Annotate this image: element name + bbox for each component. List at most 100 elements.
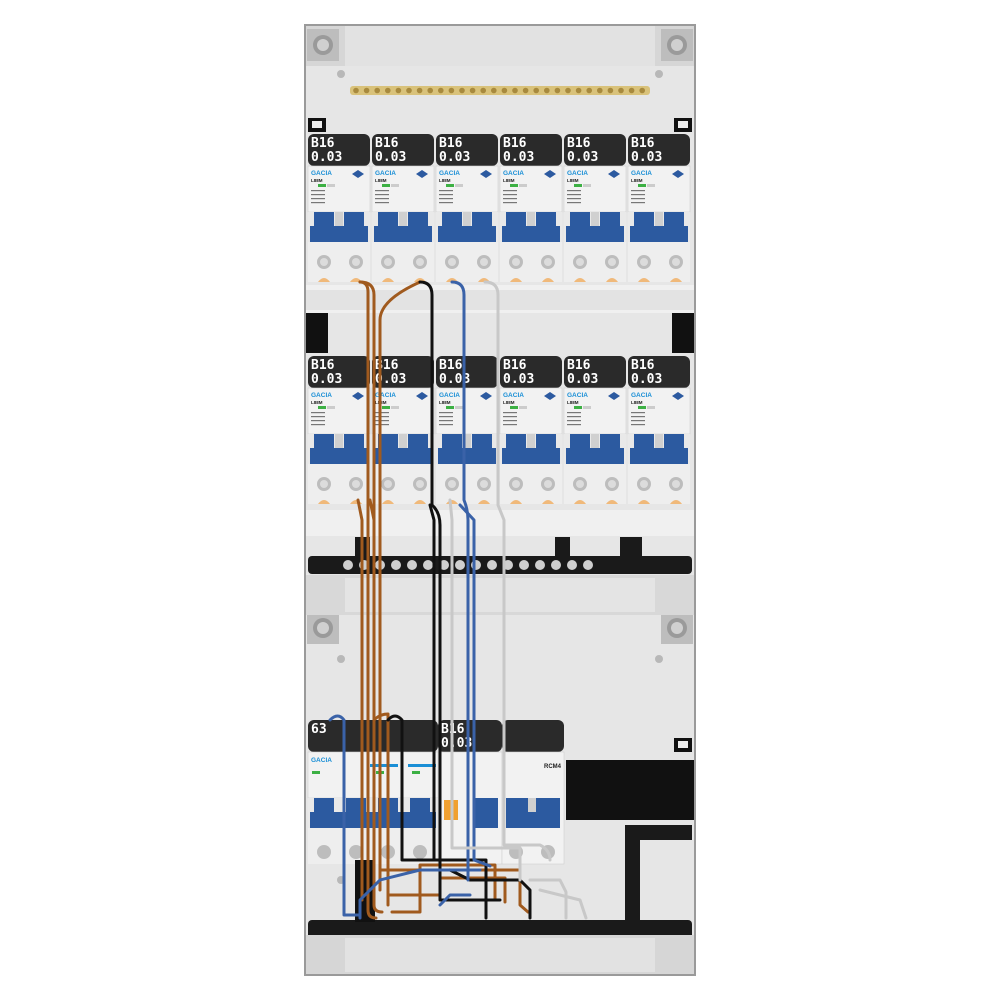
toggle-lever-right bbox=[408, 434, 428, 456]
wire-grey bbox=[483, 280, 552, 862]
breaker-label-plate bbox=[500, 356, 562, 388]
terminal-ferrule bbox=[382, 500, 394, 504]
spec-text-line bbox=[503, 194, 517, 196]
terminal-screw-icon bbox=[413, 845, 427, 859]
terminal-screw-head bbox=[352, 480, 360, 488]
brand-logo-icon bbox=[352, 392, 364, 400]
toggle-lever-left bbox=[506, 212, 526, 234]
spec-text-line bbox=[375, 198, 389, 200]
wiring bbox=[328, 280, 588, 920]
toggle-lever-right bbox=[472, 212, 492, 234]
breaker-brand-label: GACIA bbox=[375, 392, 396, 399]
rcm-label-plate bbox=[502, 720, 564, 752]
terminal-screw-head bbox=[416, 258, 424, 266]
toggle-gap bbox=[655, 212, 663, 226]
terminal-screw-head bbox=[576, 480, 584, 488]
spec-text-line bbox=[503, 198, 517, 200]
breaker-brand-label: GACIA bbox=[503, 170, 524, 177]
breaker-row-2: B160.03GACIAL88MB160.03GACIAL88MB160.03G… bbox=[307, 356, 691, 504]
breaker-sensitivity-label: 0.03 bbox=[503, 150, 534, 165]
spec-text-line bbox=[375, 412, 389, 414]
terminal-screw-head bbox=[544, 480, 552, 488]
terminal-ferrule bbox=[574, 500, 586, 504]
status-indicator bbox=[574, 406, 582, 409]
brass-terminal-screw bbox=[607, 87, 614, 94]
spec-text-line bbox=[631, 412, 645, 414]
spec-text-line bbox=[375, 420, 389, 422]
terminal-screw-head bbox=[640, 258, 648, 266]
terminal-screw-head bbox=[672, 480, 680, 488]
breaker-sensitivity-label: 0.03 bbox=[439, 150, 470, 165]
toggle-gap bbox=[527, 212, 535, 226]
breaker-model-label: L88M bbox=[631, 400, 643, 405]
wire-brown bbox=[368, 498, 390, 907]
brand-logo-icon bbox=[672, 170, 684, 178]
brass-terminal-screw bbox=[395, 87, 402, 94]
terminal-screw-head bbox=[320, 480, 328, 488]
terminal-screw-head bbox=[480, 480, 488, 488]
brass-terminal-bar bbox=[350, 86, 650, 95]
terminal-screw-head bbox=[640, 480, 648, 488]
toggle-gap bbox=[335, 434, 343, 448]
terminal-screw-head bbox=[544, 258, 552, 266]
busbar-body bbox=[308, 556, 692, 574]
brass-terminal-screw bbox=[363, 87, 370, 94]
brass-terminal-screw bbox=[448, 87, 455, 94]
spec-text-line bbox=[567, 416, 581, 418]
terminal-screw-head bbox=[384, 480, 392, 488]
cover-left-row1 bbox=[306, 313, 328, 353]
brand-logo-icon bbox=[672, 392, 684, 400]
brass-terminal-screw bbox=[544, 87, 550, 94]
status-indicator bbox=[638, 184, 646, 187]
status-indicator bbox=[382, 184, 390, 187]
spec-text-line bbox=[631, 424, 645, 426]
status-indicator bbox=[318, 184, 326, 187]
brass-terminal-screw bbox=[618, 87, 624, 94]
breaker-label-plate bbox=[564, 134, 626, 166]
terminal-screw-head bbox=[608, 480, 616, 488]
toggle-gap bbox=[463, 212, 471, 226]
toggle-gap bbox=[399, 212, 407, 226]
status-indicator-off bbox=[327, 184, 335, 187]
breaker-model-label: L88M bbox=[311, 400, 323, 405]
breaker-label-plate bbox=[628, 356, 690, 388]
spec-text-line bbox=[439, 412, 453, 414]
status-indicator-off bbox=[647, 406, 655, 409]
terminal-screw-head bbox=[320, 258, 328, 266]
status-indicator-off bbox=[519, 184, 527, 187]
wire-brown bbox=[378, 280, 422, 892]
wire-blue bbox=[458, 503, 492, 868]
brass-terminal-screw bbox=[385, 87, 391, 94]
breaker-brand-label: GACIA bbox=[439, 170, 460, 177]
brass-terminal-holes bbox=[353, 87, 645, 94]
toggle-lever-right bbox=[536, 434, 556, 456]
spec-text-line bbox=[503, 424, 517, 426]
screw-head bbox=[317, 39, 329, 51]
panel-hole bbox=[337, 70, 345, 78]
toggle-lever-left bbox=[634, 434, 654, 456]
panel-hole bbox=[655, 655, 663, 663]
breaker-label-plate bbox=[308, 356, 370, 388]
toggle-lever-right bbox=[408, 212, 428, 234]
spec-text-line bbox=[631, 190, 645, 192]
brand-logo-icon bbox=[352, 170, 364, 178]
status-indicator bbox=[638, 406, 646, 409]
terminal-ferrule bbox=[606, 278, 618, 282]
breaker-rating-label: B16 bbox=[503, 136, 527, 151]
rail-clip-lower-slot bbox=[678, 741, 688, 748]
breaker-model-label: L88M bbox=[439, 178, 451, 183]
breaker-sensitivity-label: 0.03 bbox=[439, 372, 470, 387]
terminal-screw-head bbox=[608, 258, 616, 266]
din-rail-lower-right bbox=[566, 760, 694, 820]
toggle-lever-left bbox=[378, 434, 398, 456]
breaker-brand-label: GACIA bbox=[567, 170, 588, 177]
rcm-toggle-gap bbox=[528, 798, 536, 812]
brass-terminal-screw bbox=[522, 87, 529, 94]
breaker-model-label: L88M bbox=[567, 400, 579, 405]
status-indicator bbox=[318, 406, 326, 409]
